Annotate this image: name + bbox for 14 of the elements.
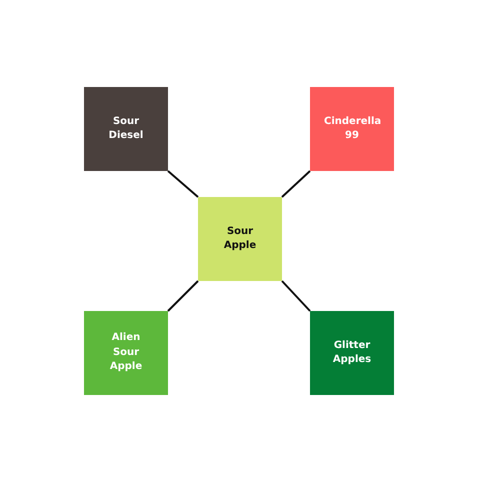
connector-line: [281, 280, 311, 312]
strain-box: [84, 311, 168, 395]
strain-box: [84, 87, 168, 171]
strain-name: Alien Sour Apple: [108, 331, 144, 374]
strain-name: Sour Diesel: [108, 114, 144, 143]
connector-line: [167, 170, 199, 198]
connector-line: [281, 170, 311, 198]
strain-name: Cinderella 99: [324, 114, 380, 143]
connector-line: [167, 280, 199, 312]
strain-name: Sour Apple: [222, 224, 258, 253]
strain-box: [198, 197, 282, 281]
strain-box: [310, 87, 394, 171]
strain-box: [310, 311, 394, 395]
strain-name: Glitter Apples: [332, 338, 372, 367]
